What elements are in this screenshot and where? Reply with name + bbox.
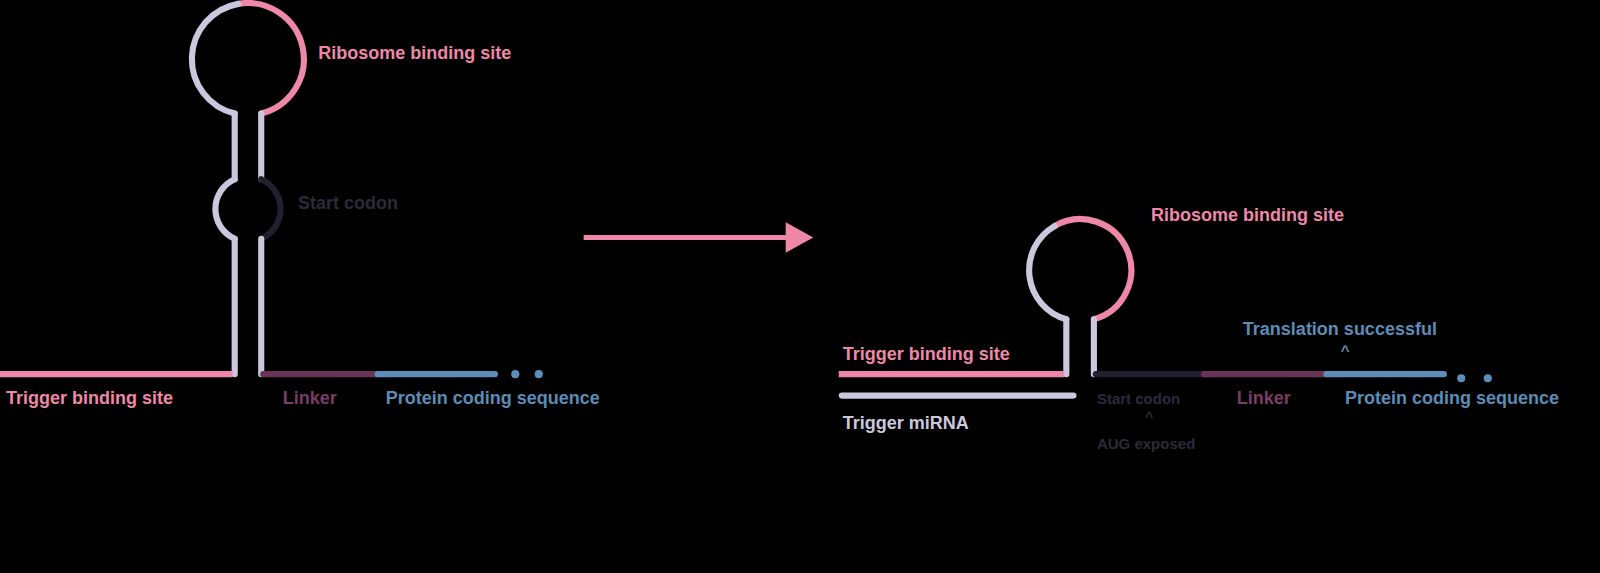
part-label: Linker bbox=[1237, 388, 1291, 410]
bulge-arc bbox=[215, 179, 234, 239]
transition-arrow bbox=[584, 235, 791, 240]
start-codon-arc bbox=[261, 179, 280, 239]
pointer-mark: ^ bbox=[1341, 342, 1350, 360]
continuation-dot bbox=[1484, 374, 1492, 382]
part-label: Start codon bbox=[298, 193, 398, 215]
part-label: Trigger binding site bbox=[6, 388, 173, 410]
part-label: Start codon bbox=[1097, 390, 1180, 408]
arrow-head bbox=[786, 222, 814, 253]
continuation-dot bbox=[511, 370, 519, 378]
linker-strand bbox=[1204, 371, 1326, 377]
hairpin-stem bbox=[1066, 319, 1094, 374]
hairpin-loop-arc bbox=[1029, 226, 1066, 319]
status-note: Translation successful bbox=[1243, 319, 1437, 341]
continuation-dot bbox=[1457, 374, 1465, 382]
start-codon-strand bbox=[1096, 371, 1204, 377]
hairpin-stem bbox=[235, 239, 262, 374]
part-label: Protein coding sequence bbox=[1345, 388, 1559, 410]
hairpin-stem bbox=[235, 114, 262, 180]
coding-strand bbox=[378, 371, 495, 377]
part-label: Trigger miRNA bbox=[843, 413, 969, 435]
linker-strand bbox=[263, 371, 377, 377]
trigger-binding-strand bbox=[0, 371, 233, 377]
coding-strand bbox=[1327, 371, 1444, 377]
status-note: AUG exposed bbox=[1097, 435, 1195, 453]
part-label: Protein coding sequence bbox=[386, 388, 600, 410]
rbs-loop-arc bbox=[1055, 219, 1132, 319]
rbs-loop-arc bbox=[238, 3, 304, 114]
trigger-mirna-strand bbox=[842, 393, 1074, 399]
pointer-mark: ^ bbox=[1145, 409, 1153, 426]
part-label: Trigger binding site bbox=[843, 344, 1010, 366]
continuation-dot bbox=[535, 370, 543, 378]
part-label: Linker bbox=[283, 388, 337, 410]
hairpin-loop-arc bbox=[192, 4, 238, 114]
part-label: Ribosome binding site bbox=[318, 43, 511, 65]
trigger-binding-strand bbox=[839, 371, 1065, 377]
part-label: Ribosome binding site bbox=[1151, 205, 1344, 227]
